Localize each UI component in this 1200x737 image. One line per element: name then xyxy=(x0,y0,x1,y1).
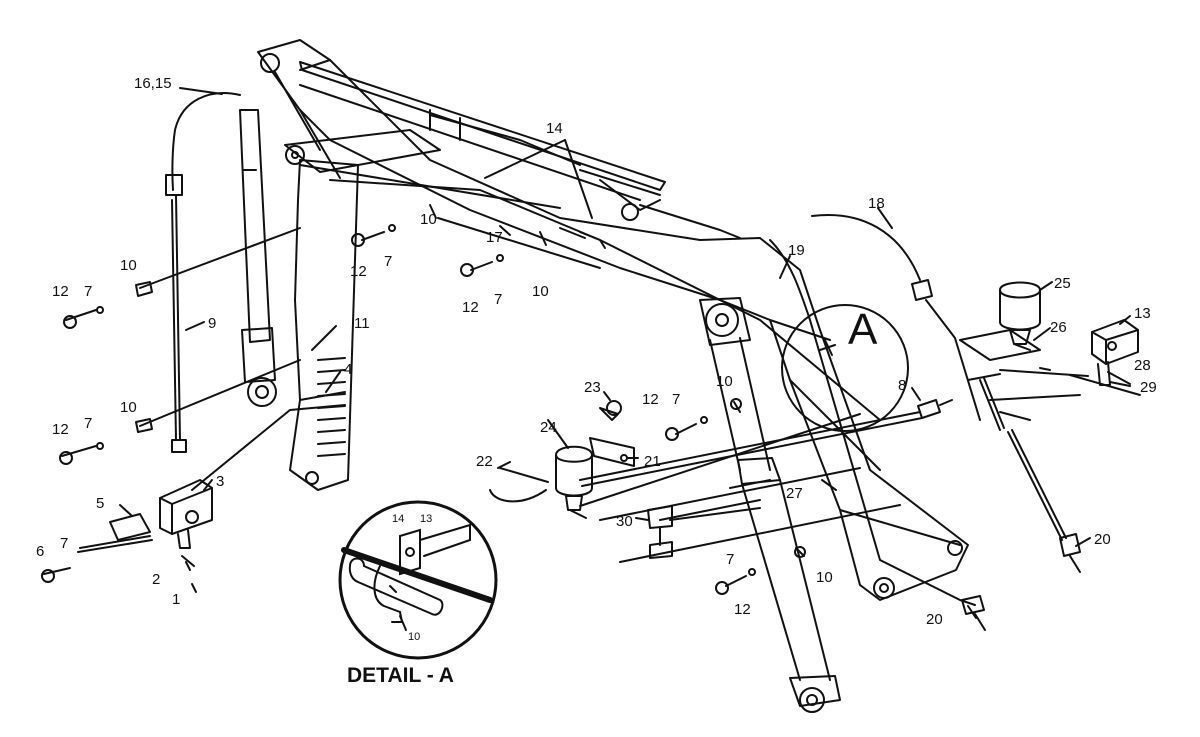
callout-5: 5 xyxy=(96,495,104,512)
detail-callout-14: 14 xyxy=(392,513,404,525)
bolt-set-left xyxy=(59,227,301,465)
grease-line-27 xyxy=(579,413,901,563)
block-3 xyxy=(159,404,346,567)
detail-a-inset xyxy=(338,500,498,660)
canister-24 xyxy=(489,400,635,519)
boom-structure xyxy=(257,39,969,601)
callout-7-f: 7 xyxy=(60,535,68,552)
callout-8: 8 xyxy=(898,377,906,394)
boom-cylinder-upper xyxy=(299,61,741,239)
arm-structure xyxy=(289,159,359,491)
callout-10-b: 10 xyxy=(420,211,437,228)
callout-12-e: 12 xyxy=(642,391,659,408)
grease-line-19 xyxy=(769,239,986,631)
callout-4: 4 xyxy=(344,361,352,378)
callout-29: 29 xyxy=(1140,379,1157,396)
callout-18: 18 xyxy=(868,195,885,212)
callout-12-c: 12 xyxy=(462,299,479,316)
callout-7-b: 7 xyxy=(384,253,392,270)
grease-line-20-right xyxy=(979,377,1081,573)
canister-25 xyxy=(959,281,1041,361)
callout-23: 23 xyxy=(584,379,601,396)
bracket-5 xyxy=(41,513,153,583)
callout-10-a: 10 xyxy=(120,257,137,274)
callout-7-d: 7 xyxy=(84,415,92,432)
callout-22: 22 xyxy=(476,453,493,470)
callout-2: 2 xyxy=(152,571,160,588)
callout-16-15: 16,15 xyxy=(134,75,172,92)
callout-26: 26 xyxy=(1050,319,1067,336)
callout-7-c: 7 xyxy=(494,291,502,308)
grease-line-8 xyxy=(579,399,953,489)
fitting-30 xyxy=(647,505,761,559)
detail-callout-10: 10 xyxy=(408,631,420,643)
callout-9: 9 xyxy=(208,315,216,332)
bolt-set-upper-center xyxy=(665,398,742,441)
callout-7-a: 7 xyxy=(84,283,92,300)
callout-20-b: 20 xyxy=(926,611,943,628)
bolt-set-lower-center xyxy=(715,546,806,595)
grease-line-17 xyxy=(329,179,881,421)
arm-cylinder xyxy=(239,109,277,407)
detail-a-letter: A xyxy=(848,305,878,354)
callout-28: 28 xyxy=(1134,357,1151,374)
callout-7-e: 7 xyxy=(672,391,680,408)
hose-16-15 xyxy=(165,92,241,453)
callout-6: 6 xyxy=(36,543,44,560)
callout-14: 14 xyxy=(546,120,563,137)
callout-10-c: 10 xyxy=(532,283,549,300)
callout-12-f: 12 xyxy=(734,601,751,618)
callout-12-a: 12 xyxy=(52,283,69,300)
callout-19: 19 xyxy=(788,242,805,259)
callout-21: 21 xyxy=(644,453,661,470)
detail-a-caption: DETAIL - A xyxy=(347,664,454,687)
callout-7-g: 7 xyxy=(726,551,734,568)
callout-20-a: 20 xyxy=(1094,531,1111,548)
callout-1: 1 xyxy=(172,591,180,608)
callout-12-b: 12 xyxy=(350,263,367,280)
bucket-cylinder xyxy=(699,297,841,713)
callout-10-e: 10 xyxy=(716,373,733,390)
callout-24: 24 xyxy=(540,419,557,436)
callout-10-f: 10 xyxy=(816,569,833,586)
callout-27: 27 xyxy=(786,485,803,502)
bolt-set-middle xyxy=(351,204,601,277)
detail-callout-13: 13 xyxy=(420,513,432,525)
callout-30: 30 xyxy=(616,513,633,530)
detail-a-marker xyxy=(781,304,909,432)
callout-labels: 16,15 14 18 19 17 10 10 10 10 10 10 12 1… xyxy=(36,75,1157,687)
callout-3: 3 xyxy=(216,473,224,490)
callout-13: 13 xyxy=(1134,305,1151,322)
dashed-connectors xyxy=(967,367,1081,421)
callout-11: 11 xyxy=(354,315,370,332)
callout-25: 25 xyxy=(1054,275,1071,292)
callout-10-d: 10 xyxy=(120,399,137,416)
callout-12-d: 12 xyxy=(52,421,69,438)
leader-lines xyxy=(119,87,1131,619)
grease-line-18 xyxy=(811,214,981,421)
callout-17: 17 xyxy=(486,229,503,246)
